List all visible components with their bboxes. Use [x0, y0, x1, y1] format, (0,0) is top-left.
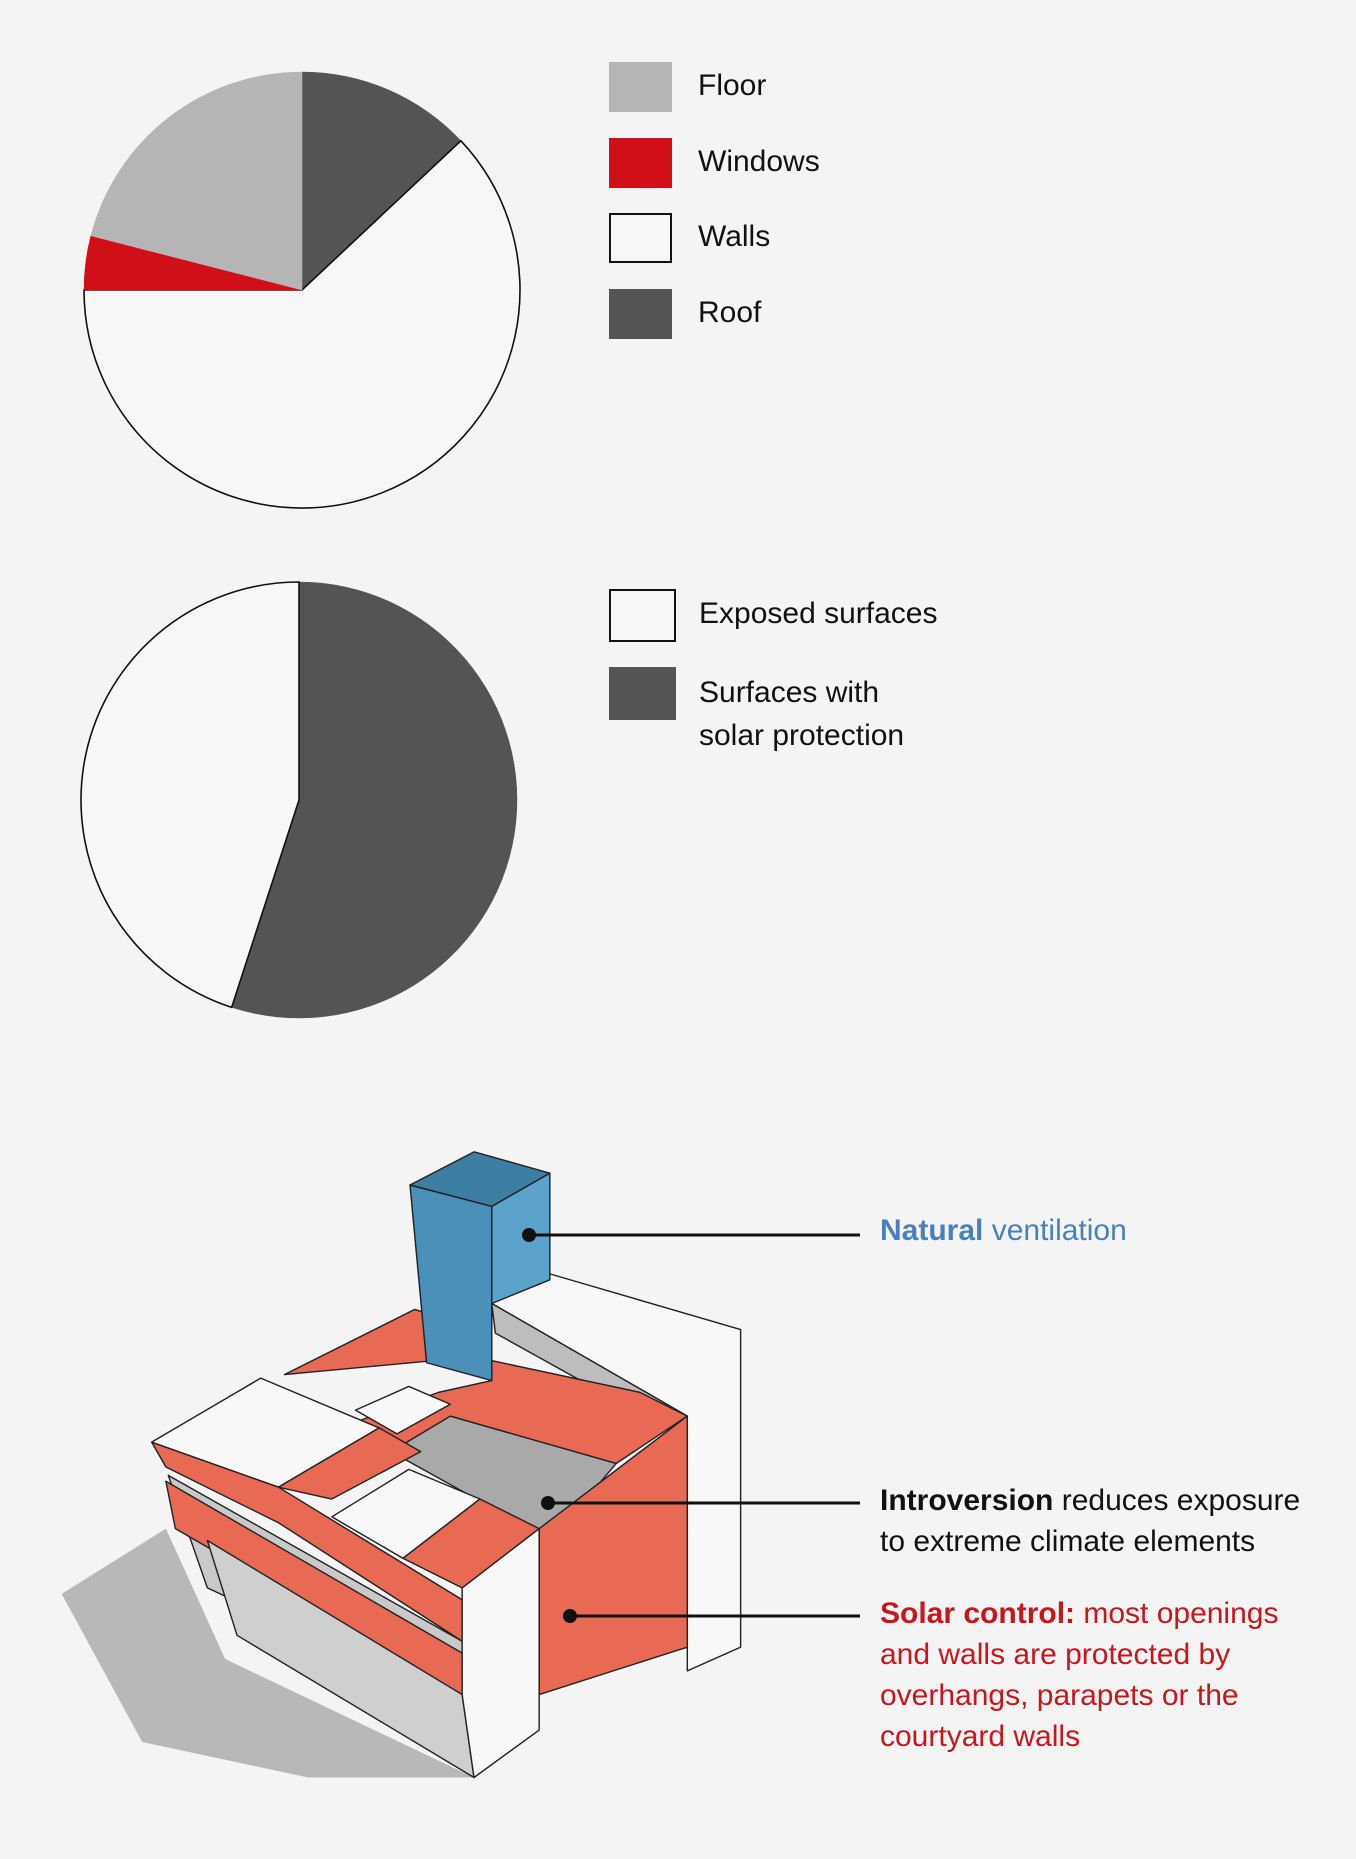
- callout-text: and walls are protected by: [880, 1638, 1231, 1671]
- callout-text: to extreme climate elements: [880, 1525, 1256, 1558]
- callout-text: courtyard walls: [880, 1720, 1081, 1753]
- pie-slice-walls: [83, 139, 521, 509]
- legend-label-protected-line1: Surfaces with: [699, 676, 880, 709]
- legend-label-floor: Floor: [698, 69, 767, 102]
- front-pier: [461, 1527, 540, 1779]
- legend-label-walls: Walls: [698, 220, 771, 253]
- legend-swatch-windows: [609, 138, 672, 188]
- building-shadow: [61, 1528, 474, 1778]
- legend-swatch-exposed: [609, 589, 676, 642]
- callout-bold: Natural: [880, 1214, 984, 1247]
- callout-bold: Introversion: [880, 1484, 1054, 1517]
- legend-swatch-floor: [609, 62, 672, 112]
- left-wing-parapet: [277, 1427, 422, 1500]
- callout-text: reduces exposure: [1053, 1484, 1301, 1517]
- pie-slice-surfaces-with-solar-protection: [231, 581, 518, 1019]
- ventilation-tower-top: [409, 1151, 551, 1208]
- callout-text: overhangs, parapets or the: [880, 1679, 1239, 1712]
- callout-lines: [522, 1228, 860, 1623]
- roof-terrace: [354, 1385, 452, 1435]
- callout-solar-control: Solar control: most openings and walls a…: [880, 1593, 1350, 1757]
- legend-swatch-roof: [609, 289, 672, 339]
- callout-text: most openings: [1075, 1597, 1279, 1630]
- legend-label-roof: Roof: [698, 296, 762, 329]
- callout-natural-ventilation: Natural ventilation: [880, 1210, 1350, 1251]
- legend-swatch-protected: [609, 667, 676, 720]
- pie-slice-floor: [90, 71, 303, 291]
- legend-label-windows: Windows: [698, 145, 820, 178]
- callout-bold: Solar control:: [880, 1597, 1076, 1630]
- callout-text: ventilation: [983, 1214, 1127, 1247]
- legend-label-exposed: Exposed surfaces: [699, 597, 938, 630]
- legend-label-protected-line2: solar protection: [699, 719, 905, 752]
- legend-swatch-walls: [609, 213, 672, 263]
- pie-slice-roof: [301, 71, 462, 291]
- callout-introversion: Introversion reduces exposure to extreme…: [880, 1480, 1350, 1562]
- pie-slice-exposed-surfaces: [80, 581, 300, 1009]
